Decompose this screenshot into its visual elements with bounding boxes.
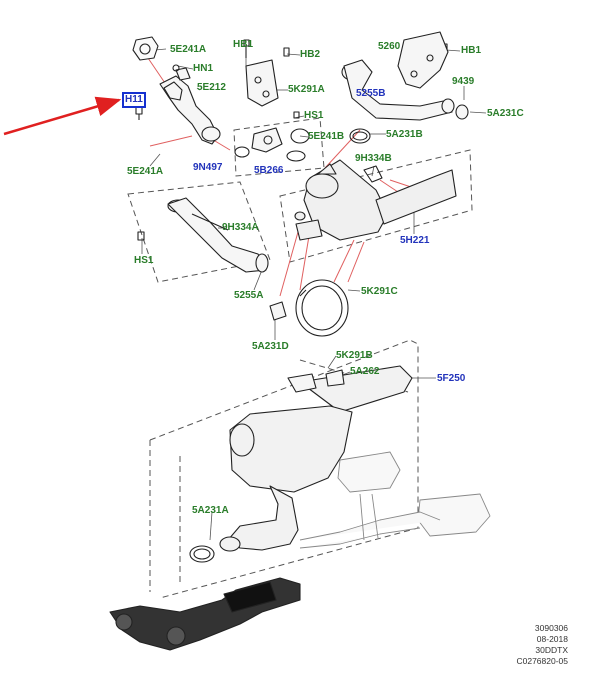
callout-9h334b: 9H334B — [355, 153, 392, 164]
clamp-5a231a — [189, 545, 215, 563]
callout-9n497: 9N497 — [193, 162, 223, 173]
callout-5k291b: 5K291B — [336, 350, 373, 361]
pointer-arrow — [3, 96, 122, 136]
callout-9439: 9439 — [452, 76, 475, 87]
callout-5a231a: 5A231A — [192, 505, 229, 516]
engine-silhouette — [109, 577, 301, 651]
callout-5260: 5260 — [378, 41, 401, 52]
clamp-5a231d — [269, 301, 287, 321]
bracket-9h334b — [363, 165, 383, 183]
silencer-5f250 — [219, 365, 413, 552]
callout-5e241a-left: 5E241A — [127, 166, 164, 177]
callout-9h334a: 9H334A — [222, 222, 259, 233]
callout-hs1-top: HS1 — [304, 110, 324, 121]
reference-number: 3090306 — [534, 623, 568, 633]
system-overview — [299, 451, 491, 549]
callout-hs1-left: HS1 — [134, 255, 154, 266]
callout-hb1-right: HB1 — [461, 45, 482, 56]
gasket-5e241a-top — [132, 36, 159, 61]
brackets-upper — [287, 369, 345, 393]
clamp-5a231b — [349, 128, 371, 144]
callout-5h221: 5H221 — [400, 235, 430, 246]
callout-5a231d: 5A231D — [252, 341, 289, 352]
reference-engine-code: 30DDTX — [535, 645, 568, 655]
callout-hn1: HN1 — [193, 63, 214, 74]
parts — [109, 31, 491, 651]
pipe-5255a — [167, 197, 269, 273]
egr-pipe-5e212 — [159, 67, 221, 145]
callout-hb1-left: HB1 — [233, 39, 254, 50]
pipe-5255b — [341, 59, 469, 121]
reference-date: 08-2018 — [536, 634, 568, 644]
callout-5255a: 5255A — [234, 290, 264, 301]
callout-5k291c: 5K291C — [361, 286, 398, 297]
callout-5e212: 5E212 — [197, 82, 226, 93]
shield-5k291c — [295, 279, 349, 337]
dpf-catalyst — [294, 159, 457, 241]
callout-5f250: 5F250 — [437, 373, 466, 384]
callout-5e241a-top: 5E241A — [170, 44, 207, 55]
callout-5a231c: 5A231C — [487, 108, 524, 119]
callout-5k291a: 5K291A — [288, 84, 325, 95]
callout-5a262: 5A262 — [350, 366, 380, 377]
callout-5a231b: 5A231B — [386, 129, 423, 140]
diagram-reference-block: 3090306 08-2018 30DDTX C0276820-05 — [478, 623, 568, 667]
callout-5e241b: 5E241B — [308, 131, 345, 142]
bracket-5k291a — [245, 59, 279, 107]
reference-illustration-id: C0276820-05 — [516, 656, 568, 666]
flange-assembly — [234, 127, 310, 162]
callout-5b266: 5B266 — [254, 165, 284, 176]
heat-shield-5260 — [397, 31, 449, 89]
callout-hb2: HB2 — [300, 49, 321, 60]
callout-5255b: 5255B — [356, 88, 386, 99]
callout-h11-highlighted: H11 — [122, 92, 146, 108]
